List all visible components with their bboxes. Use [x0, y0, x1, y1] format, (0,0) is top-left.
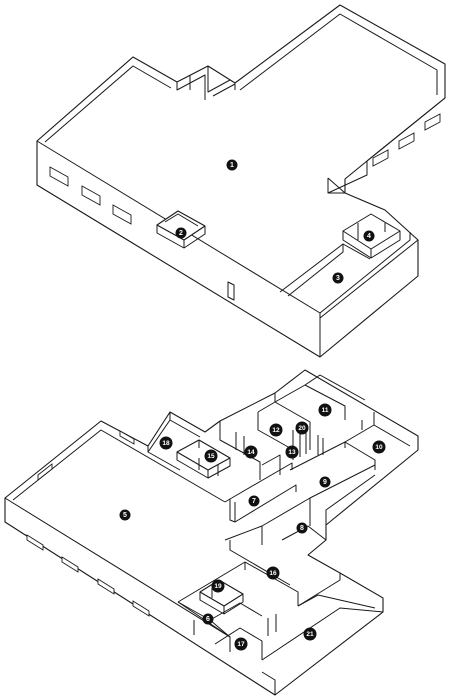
room-marker-number: 7: [252, 498, 256, 505]
room-marker-11: 11: [318, 403, 332, 417]
room-marker-number: 8: [300, 525, 304, 532]
room-marker-5: 5: [119, 509, 131, 521]
room-marker-dot: [295, 421, 309, 435]
room-marker-number: 11: [322, 407, 329, 414]
room-marker-dot: [234, 637, 248, 651]
room-marker-10: 10: [372, 440, 386, 454]
room-marker-16: 16: [266, 566, 280, 580]
room-marker-number: 19: [214, 583, 222, 590]
room-marker-3: 3: [332, 272, 344, 284]
room-marker-dot: [363, 230, 375, 242]
room-marker-number: 2: [179, 230, 183, 237]
room-marker-number: 9: [323, 479, 327, 486]
room-marker-dot: [296, 522, 308, 534]
room-marker-dot: [204, 449, 218, 463]
room-marker-18: 18: [159, 436, 173, 450]
room-marker-dot: [175, 227, 187, 239]
room-marker-dot: [318, 403, 332, 417]
room-marker-number: 21: [306, 631, 314, 638]
room-marker-number: 4: [367, 233, 371, 240]
room-marker-dot: [119, 509, 131, 521]
room-marker-8: 8: [296, 522, 308, 534]
room-marker-number: 3: [336, 275, 340, 282]
room-marker-number: 12: [272, 427, 280, 434]
room-marker-number: 1: [230, 162, 234, 169]
room-marker-13: 13: [285, 445, 299, 459]
room-marker-number: 14: [247, 449, 255, 456]
room-marker-17: 17: [234, 637, 248, 651]
room-marker-number: 17: [237, 641, 245, 648]
upper-floor-outline: [36, 4, 446, 358]
lower-floor-outline: [4, 369, 419, 696]
room-marker-dot: [332, 272, 344, 284]
room-marker-12: 12: [269, 423, 283, 437]
room-marker-number: 5: [123, 512, 127, 519]
room-marker-dot: [285, 445, 299, 459]
room-marker-dot: [372, 440, 386, 454]
room-marker-dot: [269, 423, 283, 437]
room-marker-dot: [159, 436, 173, 450]
room-marker-number: 20: [298, 425, 306, 432]
room-marker-4: 4: [363, 230, 375, 242]
room-marker-15: 15: [204, 449, 218, 463]
room-marker-1: 1: [226, 159, 238, 171]
room-marker-20: 20: [295, 421, 309, 435]
room-marker-dot: [226, 159, 238, 171]
room-marker-dot: [303, 627, 317, 641]
room-marker-dot: [211, 579, 225, 593]
room-marker-dot: [266, 566, 280, 580]
room-marker-dot: [244, 445, 258, 459]
room-marker-number: 16: [269, 570, 277, 577]
room-marker-7: 7: [248, 495, 260, 507]
room-marker-number: 6: [206, 616, 210, 623]
lower-floor-plan: [4, 369, 419, 696]
room-marker-number: 10: [375, 444, 383, 451]
room-marker-9: 9: [319, 476, 331, 488]
room-marker-number: 18: [162, 440, 170, 447]
room-marker-dot: [248, 495, 260, 507]
room-marker-number: 13: [288, 449, 296, 456]
upper-floor-plan: [36, 4, 446, 358]
room-marker-6: 6: [202, 613, 214, 625]
room-marker-dot: [202, 613, 214, 625]
room-marker-dot: [319, 476, 331, 488]
room-marker-number: 15: [207, 453, 215, 460]
room-marker-14: 14: [244, 445, 258, 459]
room-marker-21: 21: [303, 627, 317, 641]
room-marker-19: 19: [211, 579, 225, 593]
room-marker-2: 2: [175, 227, 187, 239]
